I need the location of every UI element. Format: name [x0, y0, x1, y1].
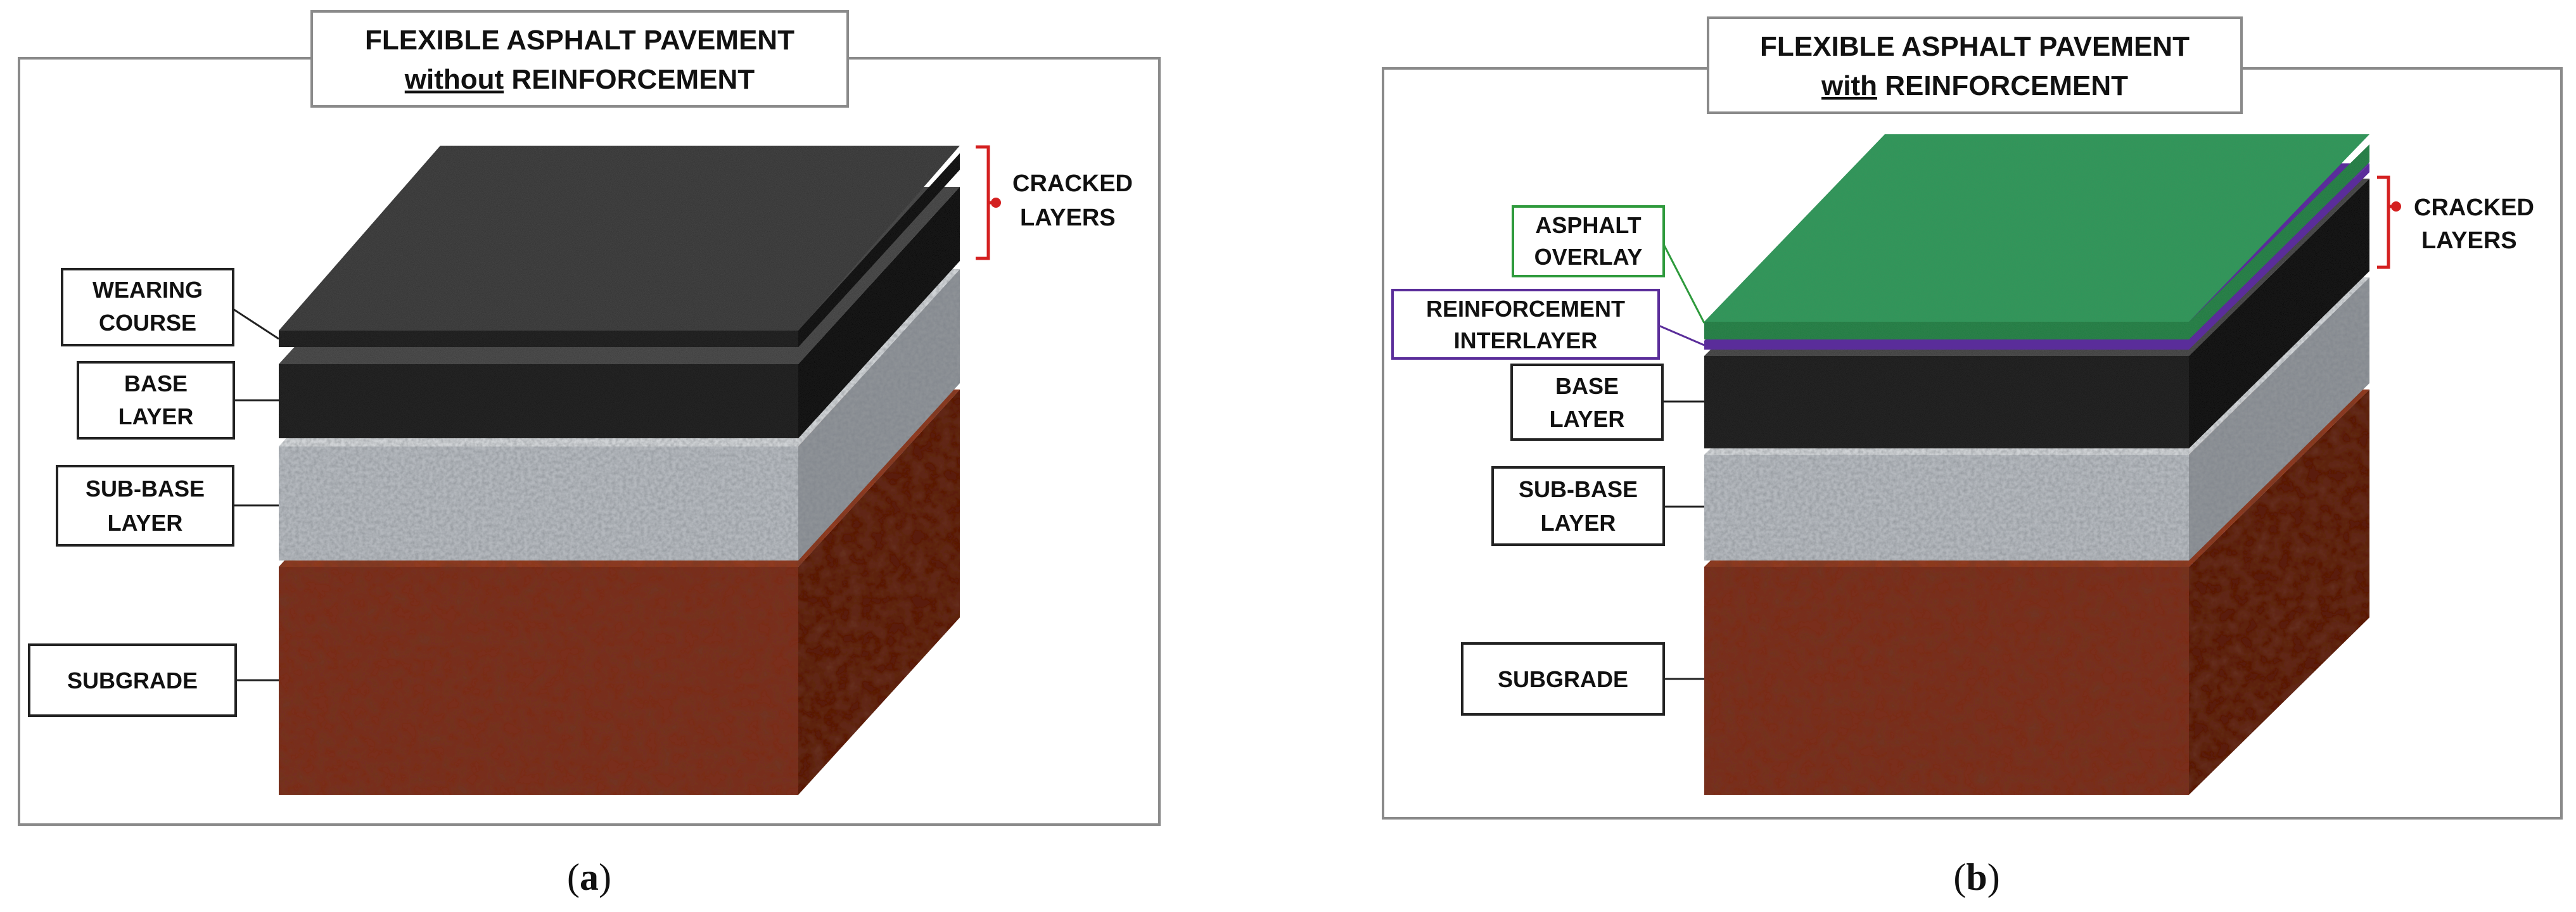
- panel-a-label-subgrade: SUBGRADE: [28, 643, 279, 717]
- panel-b-label-subgrade: SUBGRADE: [1461, 642, 1704, 716]
- label-wearing-line2: COURSE: [99, 310, 196, 336]
- label-base-line1: BASE: [1555, 373, 1619, 399]
- panel-b-title-emphasis: with: [1821, 70, 1877, 101]
- panel-b-title-line2: with REINFORCEMENT: [1821, 70, 2128, 101]
- panel-a-cracked-bracket: CRACKED LAYERS: [976, 145, 1133, 260]
- panel-a-title-box: FLEXIBLE ASPHALT PAVEMENT without REINFO…: [310, 10, 849, 108]
- panel-b-title-line1: FLEXIBLE ASPHALT PAVEMENT: [1760, 31, 2190, 62]
- panel-a-caption: (a): [567, 856, 611, 898]
- label-subbase-line1: SUB-BASE: [86, 476, 205, 502]
- panel-a-cracked-line1: CRACKED: [1012, 170, 1133, 197]
- panel-a-wearing-course-layer: [279, 146, 960, 347]
- label-subgrade: SUBGRADE: [67, 668, 198, 694]
- panel-b-cracked-bracket: CRACKED LAYERS: [2377, 175, 2534, 269]
- panel-b-label-asphalt-overlay: ASPHALT OVERLAY: [1512, 205, 1706, 324]
- panel-b-cracked-line2: LAYERS: [2421, 227, 2517, 254]
- label-subbase-line2: LAYER: [1541, 510, 1616, 536]
- panel-b-label-subbase-layer: SUB-BASE LAYER: [1491, 466, 1704, 546]
- panel-b-block: [1704, 134, 2369, 795]
- label-wearing-line1: WEARING: [92, 277, 203, 303]
- panel-b-label-reinforcement-interlayer: REINFORCEMENT INTERLAYER: [1391, 289, 1705, 360]
- panel-a-cracked-line2: LAYERS: [1020, 205, 1116, 231]
- panel-a-without-reinforcement: FLEXIBLE ASPHALT PAVEMENT without REINFO…: [18, 10, 1161, 898]
- label-interlayer-line1: REINFORCEMENT: [1426, 296, 1625, 322]
- panel-b-caption: (b): [1953, 856, 1999, 898]
- label-base-line2: LAYER: [118, 403, 194, 429]
- panel-a-title-line1: FLEXIBLE ASPHALT PAVEMENT: [365, 25, 794, 56]
- label-subbase-line2: LAYER: [108, 510, 183, 536]
- panel-a-block: [279, 146, 960, 795]
- panel-b-cracked-line1: CRACKED: [2414, 194, 2534, 221]
- panel-a-title-line2-rest: REINFORCEMENT: [504, 64, 755, 95]
- panel-a-label-wearing-course: WEARING COURSE: [61, 268, 279, 346]
- label-overlay-line2: OVERLAY: [1534, 244, 1643, 270]
- panel-a-label-base-layer: BASE LAYER: [77, 361, 279, 440]
- label-base-line2: LAYER: [1550, 406, 1625, 432]
- label-subgrade: SUBGRADE: [1498, 666, 1628, 692]
- panel-a-title-line2: without REINFORCEMENT: [404, 64, 755, 95]
- panel-b-with-reinforcement: FLEXIBLE ASPHALT PAVEMENT with REINFORCE…: [1382, 16, 2563, 898]
- panel-b-title-box: FLEXIBLE ASPHALT PAVEMENT with REINFORCE…: [1707, 16, 2243, 114]
- label-subbase-line1: SUB-BASE: [1519, 476, 1638, 502]
- panel-a-title-emphasis: without: [404, 64, 504, 95]
- panel-b-title-line2-rest: REINFORCEMENT: [1877, 70, 2128, 101]
- label-interlayer-line2: INTERLAYER: [1454, 327, 1598, 353]
- panel-b-label-base-layer: BASE LAYER: [1510, 364, 1704, 441]
- label-base-line1: BASE: [124, 370, 188, 396]
- panel-b-asphalt-overlay: [1704, 134, 2369, 339]
- label-overlay-line1: ASPHALT: [1535, 212, 1641, 238]
- panel-a-label-subbase-layer: SUB-BASE LAYER: [56, 465, 279, 547]
